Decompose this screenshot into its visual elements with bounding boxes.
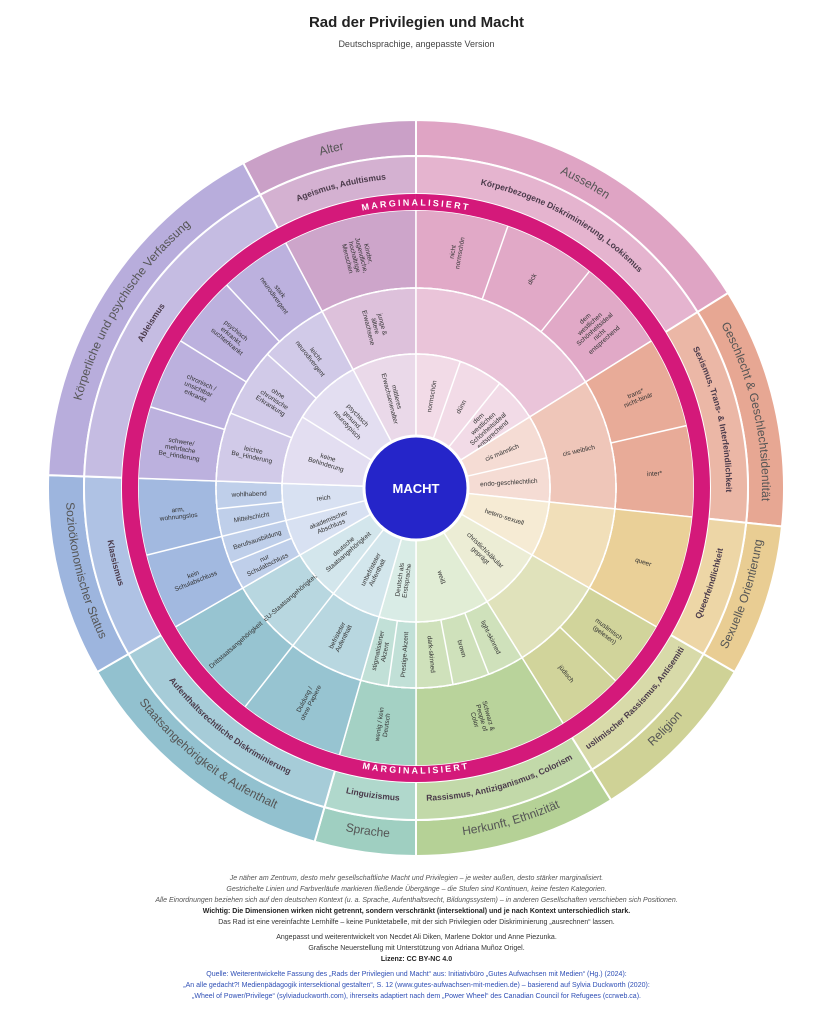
privileged-item: endo-geschlechtlich	[480, 478, 538, 489]
note-line: Das Rad ist eine vereinfachte Lernhilfe …	[218, 919, 615, 926]
middle-item: Prestige-Akzent	[400, 631, 410, 677]
privileged-item: Deutsch alsErstsprache	[394, 562, 413, 599]
cell-divider	[149, 406, 225, 431]
cell-divider	[332, 528, 385, 595]
middle-item: dark-skinned	[426, 635, 436, 673]
cell-divider	[301, 416, 373, 462]
cell-divider	[266, 353, 317, 399]
source-line: „An alle gedacht?! Medienpädagogik inter…	[183, 982, 650, 989]
cell-divider	[432, 361, 462, 440]
credit-line: Grafische Neuerstellung mit Unterstützun…	[308, 945, 525, 952]
note-line: Gestrichelte Linien und Farbverläufe mar…	[226, 886, 607, 893]
cell-divider	[292, 593, 335, 647]
cell-divider	[179, 340, 247, 383]
cell-divider	[466, 457, 547, 478]
cell-divider	[244, 645, 294, 708]
cell-divider	[464, 612, 490, 675]
privileged-item: weiß	[435, 569, 446, 585]
cell-divider	[285, 499, 366, 522]
middle-item: brown	[455, 639, 467, 658]
transition-line-inner	[281, 353, 551, 623]
source-line: „Wheel of Power/Privilege“ (sylviaduckwo…	[192, 993, 641, 1000]
marginalized-item: inter*	[647, 470, 663, 478]
page-subtitle: Deutschsprachige, angepasste Version	[338, 39, 495, 49]
cell-divider	[225, 284, 281, 343]
cell-divider	[230, 412, 293, 439]
cell-divider	[610, 424, 688, 444]
note-line: Alle Einordnungen beziehen sich auf den …	[155, 897, 678, 904]
cell-divider	[559, 626, 617, 682]
note-line: Je näher am Zentrum, desto mehr gesellsc…	[229, 875, 604, 882]
cell-divider	[230, 537, 293, 564]
marginalized-item: wenig / keinDeutsch	[374, 706, 393, 743]
power-center	[362, 434, 470, 542]
marginalized-item: arm,wohnungslos	[158, 505, 199, 523]
cell-divider	[217, 501, 283, 510]
middle-item: wohlhabend	[230, 490, 267, 498]
source-line: Quelle: Weiterentwickelte Fassung des „R…	[206, 971, 627, 978]
cell-divider	[540, 270, 591, 333]
license-line: Lizenz: CC BY-NC 4.0	[380, 956, 453, 963]
cell-divider	[447, 382, 501, 448]
credit-line: Angepasst und weiterentwickelt von Necde…	[276, 934, 557, 941]
page-title: Rad der Privilegien und Macht	[308, 14, 525, 31]
cell-divider	[387, 620, 399, 687]
dimension-label: Alter	[317, 139, 345, 159]
note-important: Wichtig: Die Dimensionen wirken nicht ge…	[202, 908, 631, 915]
transition-line-outer	[215, 287, 617, 689]
cell-divider	[221, 519, 287, 538]
cell-divider	[481, 225, 509, 300]
cell-divider	[440, 619, 454, 685]
cell-divider	[146, 535, 223, 556]
center-label: MACHT	[393, 481, 440, 496]
footer-notes: Je näher am Zentrum, desto mehr gesellsc…	[0, 873, 833, 1002]
privileged-item: reich	[316, 494, 331, 502]
